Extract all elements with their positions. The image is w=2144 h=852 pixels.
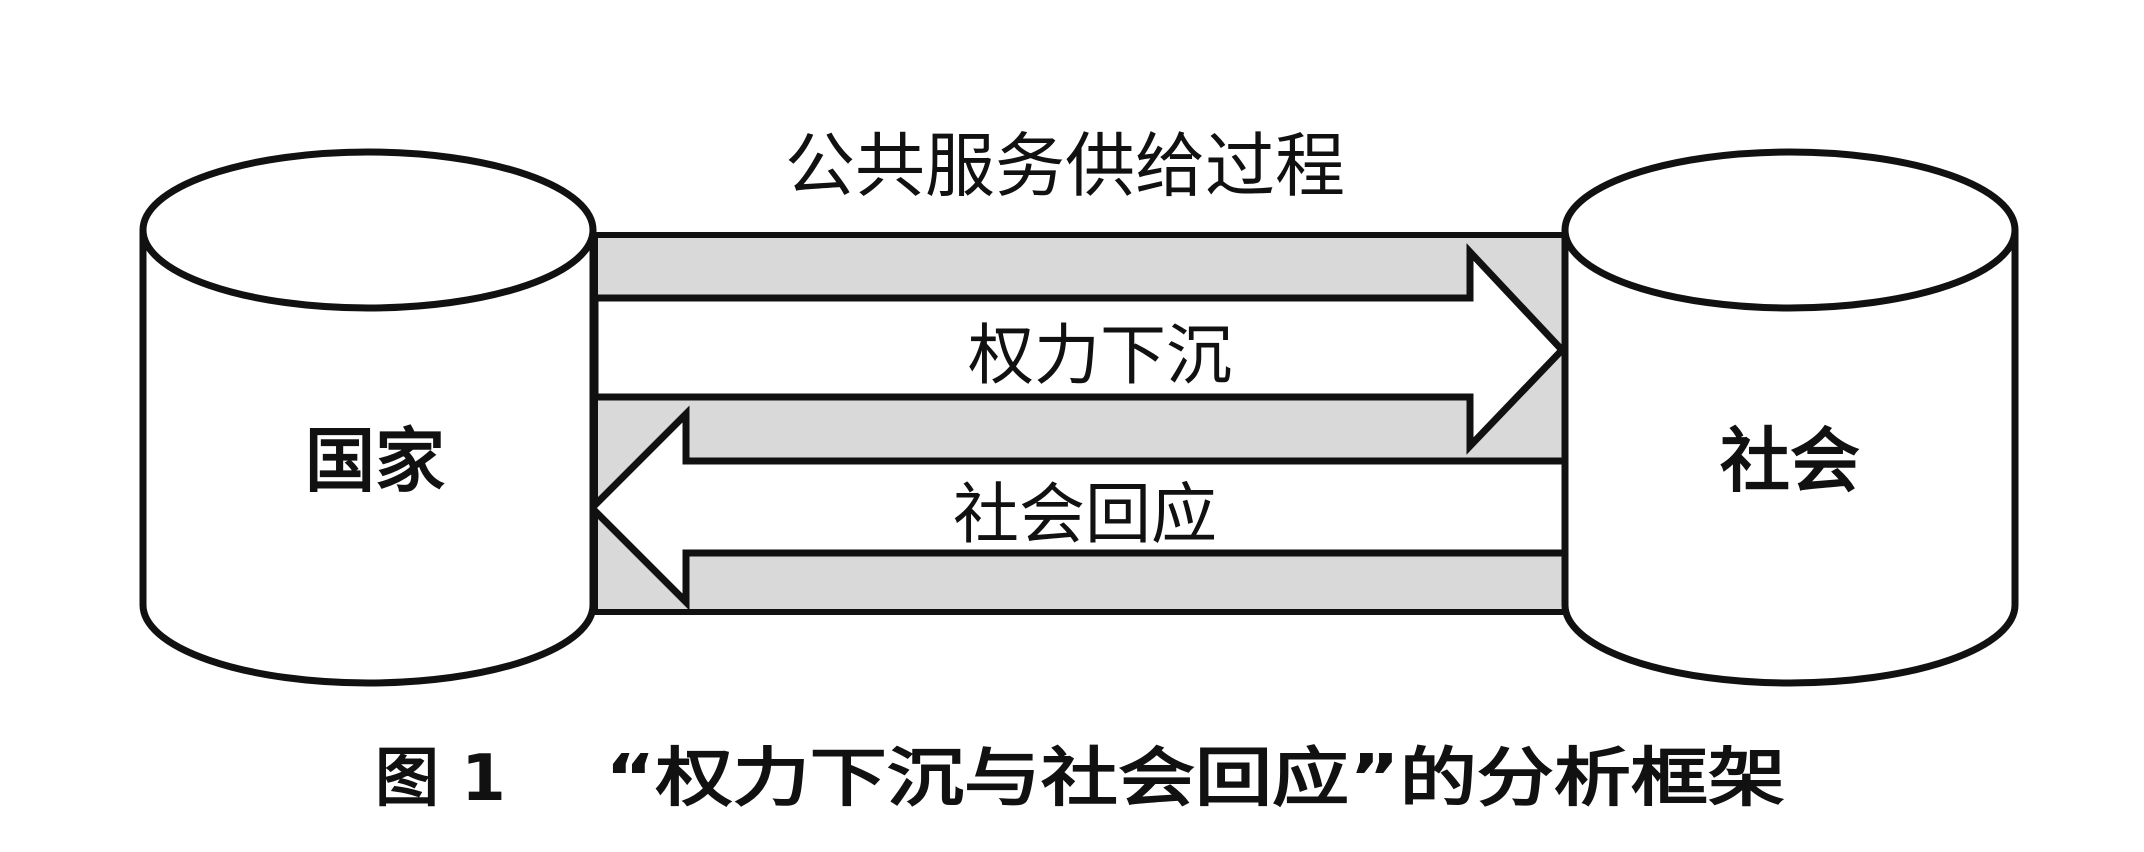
society-cylinder-top: [1561, 148, 2019, 312]
society-label: 社会: [1720, 420, 1860, 502]
social-response-label: 社会回应: [953, 476, 1217, 553]
state-label: 国家: [305, 420, 445, 502]
society-cylinder: [1561, 148, 2019, 687]
state-cylinder-body: [139, 230, 597, 687]
process-label: 公共服务供给过程: [785, 125, 1345, 207]
figure-caption: “权力下沉与社会回应”的分析框架: [605, 742, 1785, 816]
state-cylinder: [139, 148, 597, 687]
state-cylinder-top: [139, 148, 597, 312]
social-response-arrow: [587, 405, 1574, 611]
power-down-arrow: [591, 243, 1567, 455]
society-cylinder-body: [1561, 230, 2019, 687]
figure-number: 图 1: [375, 742, 506, 816]
power-down-label: 权力下沉: [968, 317, 1232, 394]
